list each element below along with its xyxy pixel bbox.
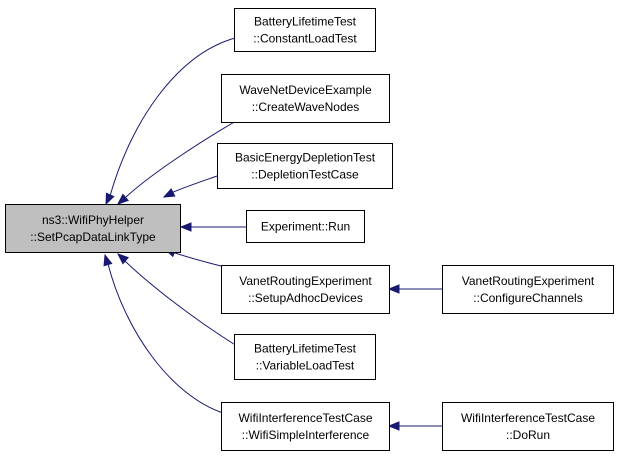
- nodes-layer: ns3::WifiPhyHelper::SetPcapDataLinkTypeB…: [5, 8, 614, 451]
- node-label-line: Experiment::Run: [261, 220, 350, 234]
- arrowhead-n8-to-n5: [387, 284, 400, 294]
- caller-node-n5[interactable]: VanetRoutingExperiment::SetupAdhocDevice…: [221, 265, 390, 314]
- arrowhead-n9-to-n7: [387, 421, 400, 431]
- arrowhead-n6-to-focus: [116, 253, 130, 265]
- node-label-line: BatteryLifetimeTest: [254, 342, 357, 356]
- node-box: [221, 402, 390, 451]
- node-label-line: ::SetupAdhocDevices: [248, 291, 363, 305]
- caller-node-n7[interactable]: WifiInterferenceTestCase::WifiSimpleInte…: [221, 402, 390, 451]
- node-label-line: ::WifiSimpleInterference: [242, 428, 370, 442]
- caller-node-n2[interactable]: WaveNetDeviceExample::CreateWaveNodes: [221, 74, 390, 123]
- node-label-line: ::DepletionTestCase: [251, 168, 359, 182]
- edge-n6-to-focus: [124, 260, 238, 347]
- node-box: [221, 265, 390, 314]
- node-box: [234, 8, 376, 52]
- arrowhead-n3-to-focus: [162, 188, 176, 198]
- node-label-line: ::CreateWaveNodes: [252, 100, 360, 114]
- node-box: [246, 210, 365, 243]
- node-label-line: ::DoRun: [506, 428, 550, 442]
- arrowhead-n2-to-focus: [116, 193, 130, 205]
- caller-node-n9[interactable]: WifiInterferenceTestCase::DoRun: [442, 402, 614, 451]
- node-label-line: ::ConfigureChannels: [473, 291, 582, 305]
- edge-n5-to-focus: [171, 251, 222, 267]
- node-box: [442, 265, 614, 314]
- edge-n1-to-focus: [109, 37, 236, 197]
- caller-node-n6[interactable]: BatteryLifetimeTest::VariableLoadTest: [234, 334, 376, 380]
- node-label-line: WifiInterferenceTestCase: [461, 411, 595, 425]
- node-label-line: ::SetPcapDataLinkType: [30, 230, 156, 244]
- node-box: [442, 402, 614, 451]
- arrowhead-n7-to-focus: [103, 253, 113, 267]
- node-label-line: VanetRoutingExperiment: [462, 274, 595, 288]
- node-label-line: BasicEnergyDepletionTest: [235, 151, 376, 165]
- node-label-line: VanetRoutingExperiment: [239, 274, 372, 288]
- node-box: [217, 143, 393, 189]
- caller-node-n4[interactable]: Experiment::Run: [246, 210, 365, 243]
- node-label-line: BatteryLifetimeTest: [254, 15, 357, 29]
- edge-n2-to-focus: [125, 120, 237, 198]
- node-label-line: ns3::WifiPhyHelper: [42, 213, 144, 227]
- node-label-line: WaveNetDeviceExample: [239, 83, 372, 97]
- caller-node-n3[interactable]: BasicEnergyDepletionTest::DepletionTestC…: [217, 143, 393, 189]
- arrowhead-n4-to-focus: [179, 222, 192, 232]
- edge-n3-to-focus: [170, 175, 218, 194]
- focus-node: ns3::WifiPhyHelper::SetPcapDataLinkType: [5, 204, 181, 253]
- node-box: [221, 74, 390, 123]
- edge-n7-to-focus: [107, 263, 224, 414]
- node-label-line: ::VariableLoadTest: [256, 359, 355, 373]
- caller-node-n8[interactable]: VanetRoutingExperiment::ConfigureChannel…: [442, 265, 614, 314]
- node-label-line: WifiInterferenceTestCase: [238, 411, 372, 425]
- node-box: [234, 334, 376, 380]
- node-box: [5, 204, 181, 253]
- caller-node-n1[interactable]: BatteryLifetimeTest::ConstantLoadTest: [234, 8, 376, 52]
- node-label-line: ::ConstantLoadTest: [253, 32, 357, 46]
- arrowhead-n1-to-focus: [105, 192, 115, 206]
